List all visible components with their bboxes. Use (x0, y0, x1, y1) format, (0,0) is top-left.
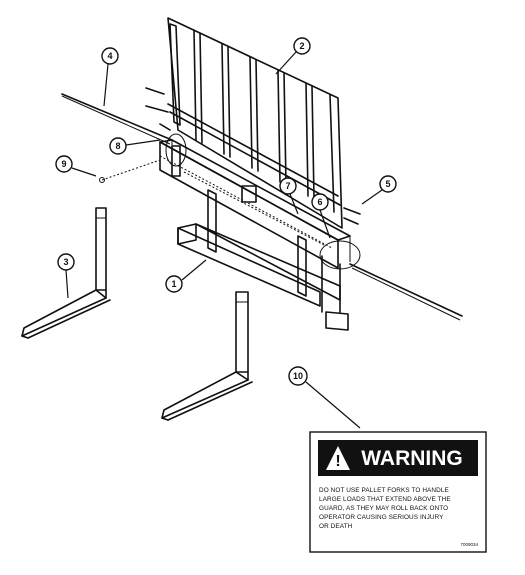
right-fork (161, 291, 253, 421)
carriage-frame (159, 133, 361, 331)
callout-3: 3 (57, 253, 75, 299)
mounting-rods (61, 93, 463, 321)
warning-line-4: OPERATOR CAUSING SERIOUS INJURY (319, 514, 444, 521)
warning-line-1: DO NOT USE PALLET FORKS TO HANDLE (319, 487, 449, 494)
warning-line-5: OR DEATH (319, 523, 353, 530)
callout-9: 9 (55, 155, 97, 177)
warning-title: WARNING (361, 447, 463, 470)
svg-text:!: ! (335, 453, 340, 470)
svg-text:1: 1 (171, 279, 176, 289)
callout-8: 8 (109, 137, 161, 155)
svg-text:4: 4 (107, 51, 112, 61)
warning-triangle-icon (326, 446, 350, 470)
svg-text:9: 9 (61, 159, 66, 169)
svg-text:7: 7 (285, 181, 290, 191)
svg-text:5: 5 (385, 179, 390, 189)
backrest-guard (167, 17, 343, 229)
svg-text:8: 8 (115, 141, 120, 151)
svg-text:10: 10 (293, 371, 303, 381)
callout-5: 5 (361, 175, 397, 205)
callout-4: 4 (101, 47, 119, 107)
callout-2: 2 (275, 37, 311, 75)
warning-part-code: 7009034 (460, 542, 478, 547)
warning-decal: ! WARNING DO NOT USE PALLET FORKS TO HAN… (309, 431, 487, 553)
svg-text:3: 3 (63, 257, 68, 267)
callout-6: 6 (311, 193, 331, 239)
warning-line-2: LARGE LOADS THAT EXTEND ABOVE THE (319, 496, 451, 503)
left-fork (21, 207, 111, 339)
warning-line-3: GUARD, AS THEY MAY ROLL BACK ONTO (319, 505, 448, 512)
callout-10: 10 (288, 366, 361, 429)
callout-1: 1 (165, 259, 207, 293)
svg-text:6: 6 (317, 197, 322, 207)
svg-text:2: 2 (299, 41, 304, 51)
callout-7: 7 (279, 177, 299, 215)
hardware-pins (99, 87, 361, 225)
